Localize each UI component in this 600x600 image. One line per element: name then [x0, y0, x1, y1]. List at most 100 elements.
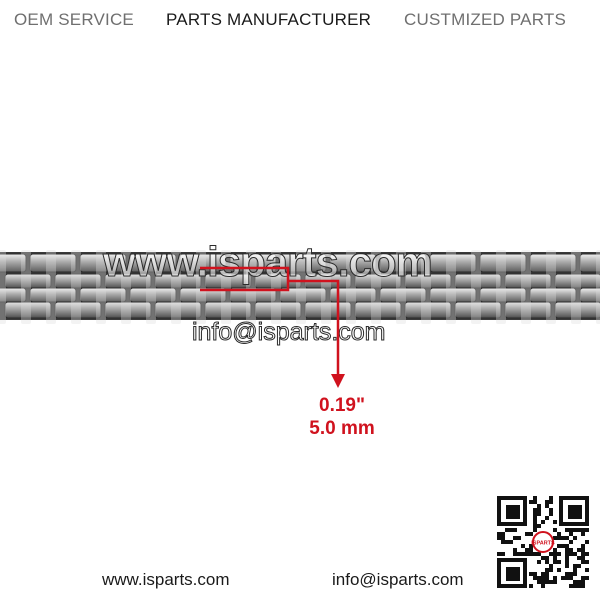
qr-module — [541, 556, 545, 560]
chain-pin — [446, 250, 456, 324]
qr-module — [541, 572, 545, 576]
qr-module — [569, 540, 573, 544]
qr-module — [497, 532, 501, 536]
qr-module — [533, 508, 537, 512]
footer-website: www.isparts.com — [102, 570, 230, 589]
qr-module — [545, 500, 549, 504]
qr-module — [565, 548, 569, 552]
footer-email: info@isparts.com — [332, 570, 464, 589]
chain-pin — [96, 250, 106, 324]
qr-module — [545, 504, 549, 508]
chain-link-plate — [129, 253, 177, 273]
qr-module — [537, 576, 541, 580]
qr-module — [565, 564, 569, 568]
qr-module — [501, 532, 505, 536]
chain-pin — [571, 250, 581, 324]
qr-module — [549, 512, 553, 516]
qr-module — [581, 576, 585, 580]
qr-module — [557, 568, 561, 572]
qr-module — [545, 516, 549, 520]
qr-module — [553, 552, 557, 556]
qr-module — [569, 576, 573, 580]
qr-module — [541, 584, 545, 588]
qr-module — [581, 580, 585, 584]
qr-module — [581, 556, 585, 560]
qr-module — [497, 536, 501, 540]
chain-link-plate — [454, 273, 502, 289]
qr-module — [581, 548, 585, 552]
dimension-label: 0.19" 5.0 mm — [292, 394, 392, 440]
chain-link-plate — [554, 301, 600, 319]
qr-module — [569, 584, 573, 588]
chain-pin — [546, 250, 556, 324]
chain-link-plate — [579, 287, 600, 303]
chain-pin — [346, 250, 356, 324]
chain-link-plate — [79, 287, 127, 303]
chain-link-plate — [279, 253, 327, 273]
qr-module — [581, 532, 585, 536]
chain-pin — [121, 250, 131, 324]
qr-module — [521, 552, 525, 556]
chain-link-plate — [404, 301, 452, 319]
qr-module — [581, 528, 585, 532]
qr-module — [501, 540, 505, 544]
qr-module — [513, 528, 517, 532]
qr-module — [557, 532, 561, 536]
qr-module — [533, 500, 537, 504]
qr-module — [501, 536, 505, 540]
qr-module — [553, 580, 557, 584]
qr-module — [549, 568, 553, 572]
qr-module — [585, 528, 589, 532]
qr-module — [509, 540, 513, 544]
chain-link-plate — [29, 287, 77, 303]
qr-module — [577, 548, 581, 552]
header-bar: OEM SERVICE PARTS MANUFACTURER CUSTMIZED… — [0, 8, 600, 34]
qr-module — [529, 584, 533, 588]
chain-link-plate — [579, 253, 600, 273]
header-oem-service: OEM SERVICE — [14, 10, 134, 29]
dimension-arrow-icon — [331, 374, 345, 388]
qr-module — [565, 552, 569, 556]
qr-module — [525, 532, 529, 536]
qr-module — [565, 576, 569, 580]
chain-link-plate — [29, 253, 77, 273]
qr-module — [581, 544, 585, 548]
qr-module — [529, 544, 533, 548]
qr-module — [537, 552, 541, 556]
qr-module — [573, 584, 577, 588]
qr-module — [537, 580, 541, 584]
qr-module — [581, 560, 585, 564]
qr-module — [545, 580, 549, 584]
qr-module — [545, 568, 549, 572]
qr-module — [581, 584, 585, 588]
qr-module — [561, 536, 565, 540]
qr-module — [549, 552, 553, 556]
qr-module — [553, 548, 557, 552]
watermark-website: www.isparts.com — [103, 238, 434, 286]
qr-module — [505, 540, 509, 544]
chain-link-plate — [479, 287, 527, 303]
qr-module — [513, 536, 517, 540]
qr-module — [549, 564, 553, 568]
chain-pin — [46, 250, 56, 324]
chain-pin — [396, 250, 406, 324]
chain-link-plate — [379, 253, 427, 273]
chain-link-plate — [479, 253, 527, 273]
qr-module — [525, 552, 529, 556]
chain-link-plate — [104, 273, 152, 289]
qr-module — [573, 528, 577, 532]
chain-link-plate — [354, 301, 402, 319]
chain-pin — [421, 250, 431, 324]
qr-module — [585, 576, 589, 580]
qr-module — [529, 532, 533, 536]
qr-module — [561, 544, 565, 548]
qr-module — [557, 544, 561, 548]
qr-module — [557, 560, 561, 564]
qr-module — [497, 552, 501, 556]
qr-module — [533, 496, 537, 500]
chain-pin — [596, 250, 600, 324]
qr-module — [573, 568, 577, 572]
qr-module — [537, 560, 541, 564]
qr-module — [529, 548, 533, 552]
chain-link-plate — [204, 301, 252, 319]
